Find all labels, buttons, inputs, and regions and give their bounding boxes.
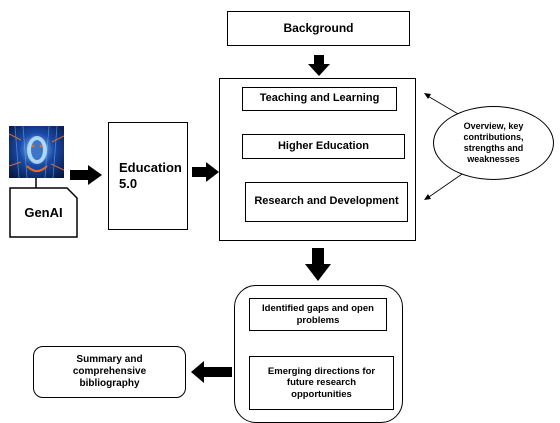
emerging-label: Emerging directions for future research …: [267, 365, 376, 400]
teaching-learning-box: Teaching and Learning: [242, 87, 397, 111]
emerging-box: Emerging directions for future research …: [249, 356, 394, 410]
higher-education-box: Higher Education: [242, 134, 405, 159]
education-box: Education 5.0: [108, 122, 188, 230]
summary-box: Summary and comprehensive bibliography: [33, 346, 186, 398]
gaps-label: Identified gaps and open problems: [262, 303, 374, 326]
overview-label: Overview, key contributions, strengths a…: [463, 121, 524, 164]
teaching-learning-label: Teaching and Learning: [259, 92, 380, 105]
education-label: Education: [119, 160, 182, 176]
summary-label: Summary and comprehensive bibliography: [72, 354, 147, 389]
research-development-box: Research and Development: [245, 182, 408, 222]
arrow-background-to-main: [308, 55, 330, 76]
gaps-box: Identified gaps and open problems: [249, 298, 387, 331]
education-version: 5.0: [119, 176, 138, 191]
arrow-overview-to-bottom: [425, 171, 466, 200]
arrow-main-to-bottom: [305, 248, 331, 281]
overview-ellipse: Overview, key contributions, strengths a…: [433, 106, 554, 180]
genai-label: GenAI: [24, 205, 63, 220]
arrow-genai-to-education: [70, 165, 102, 185]
background-label: Background: [283, 21, 354, 36]
genai-image: [9, 126, 64, 178]
background-box: Background: [227, 11, 410, 46]
arrow-bottom-to-summary: [191, 361, 232, 383]
arrow-education-to-main: [192, 162, 219, 182]
research-development-label: Research and Development: [254, 195, 399, 208]
higher-education-label: Higher Education: [277, 139, 370, 152]
genai-box: GenAI: [9, 187, 78, 238]
